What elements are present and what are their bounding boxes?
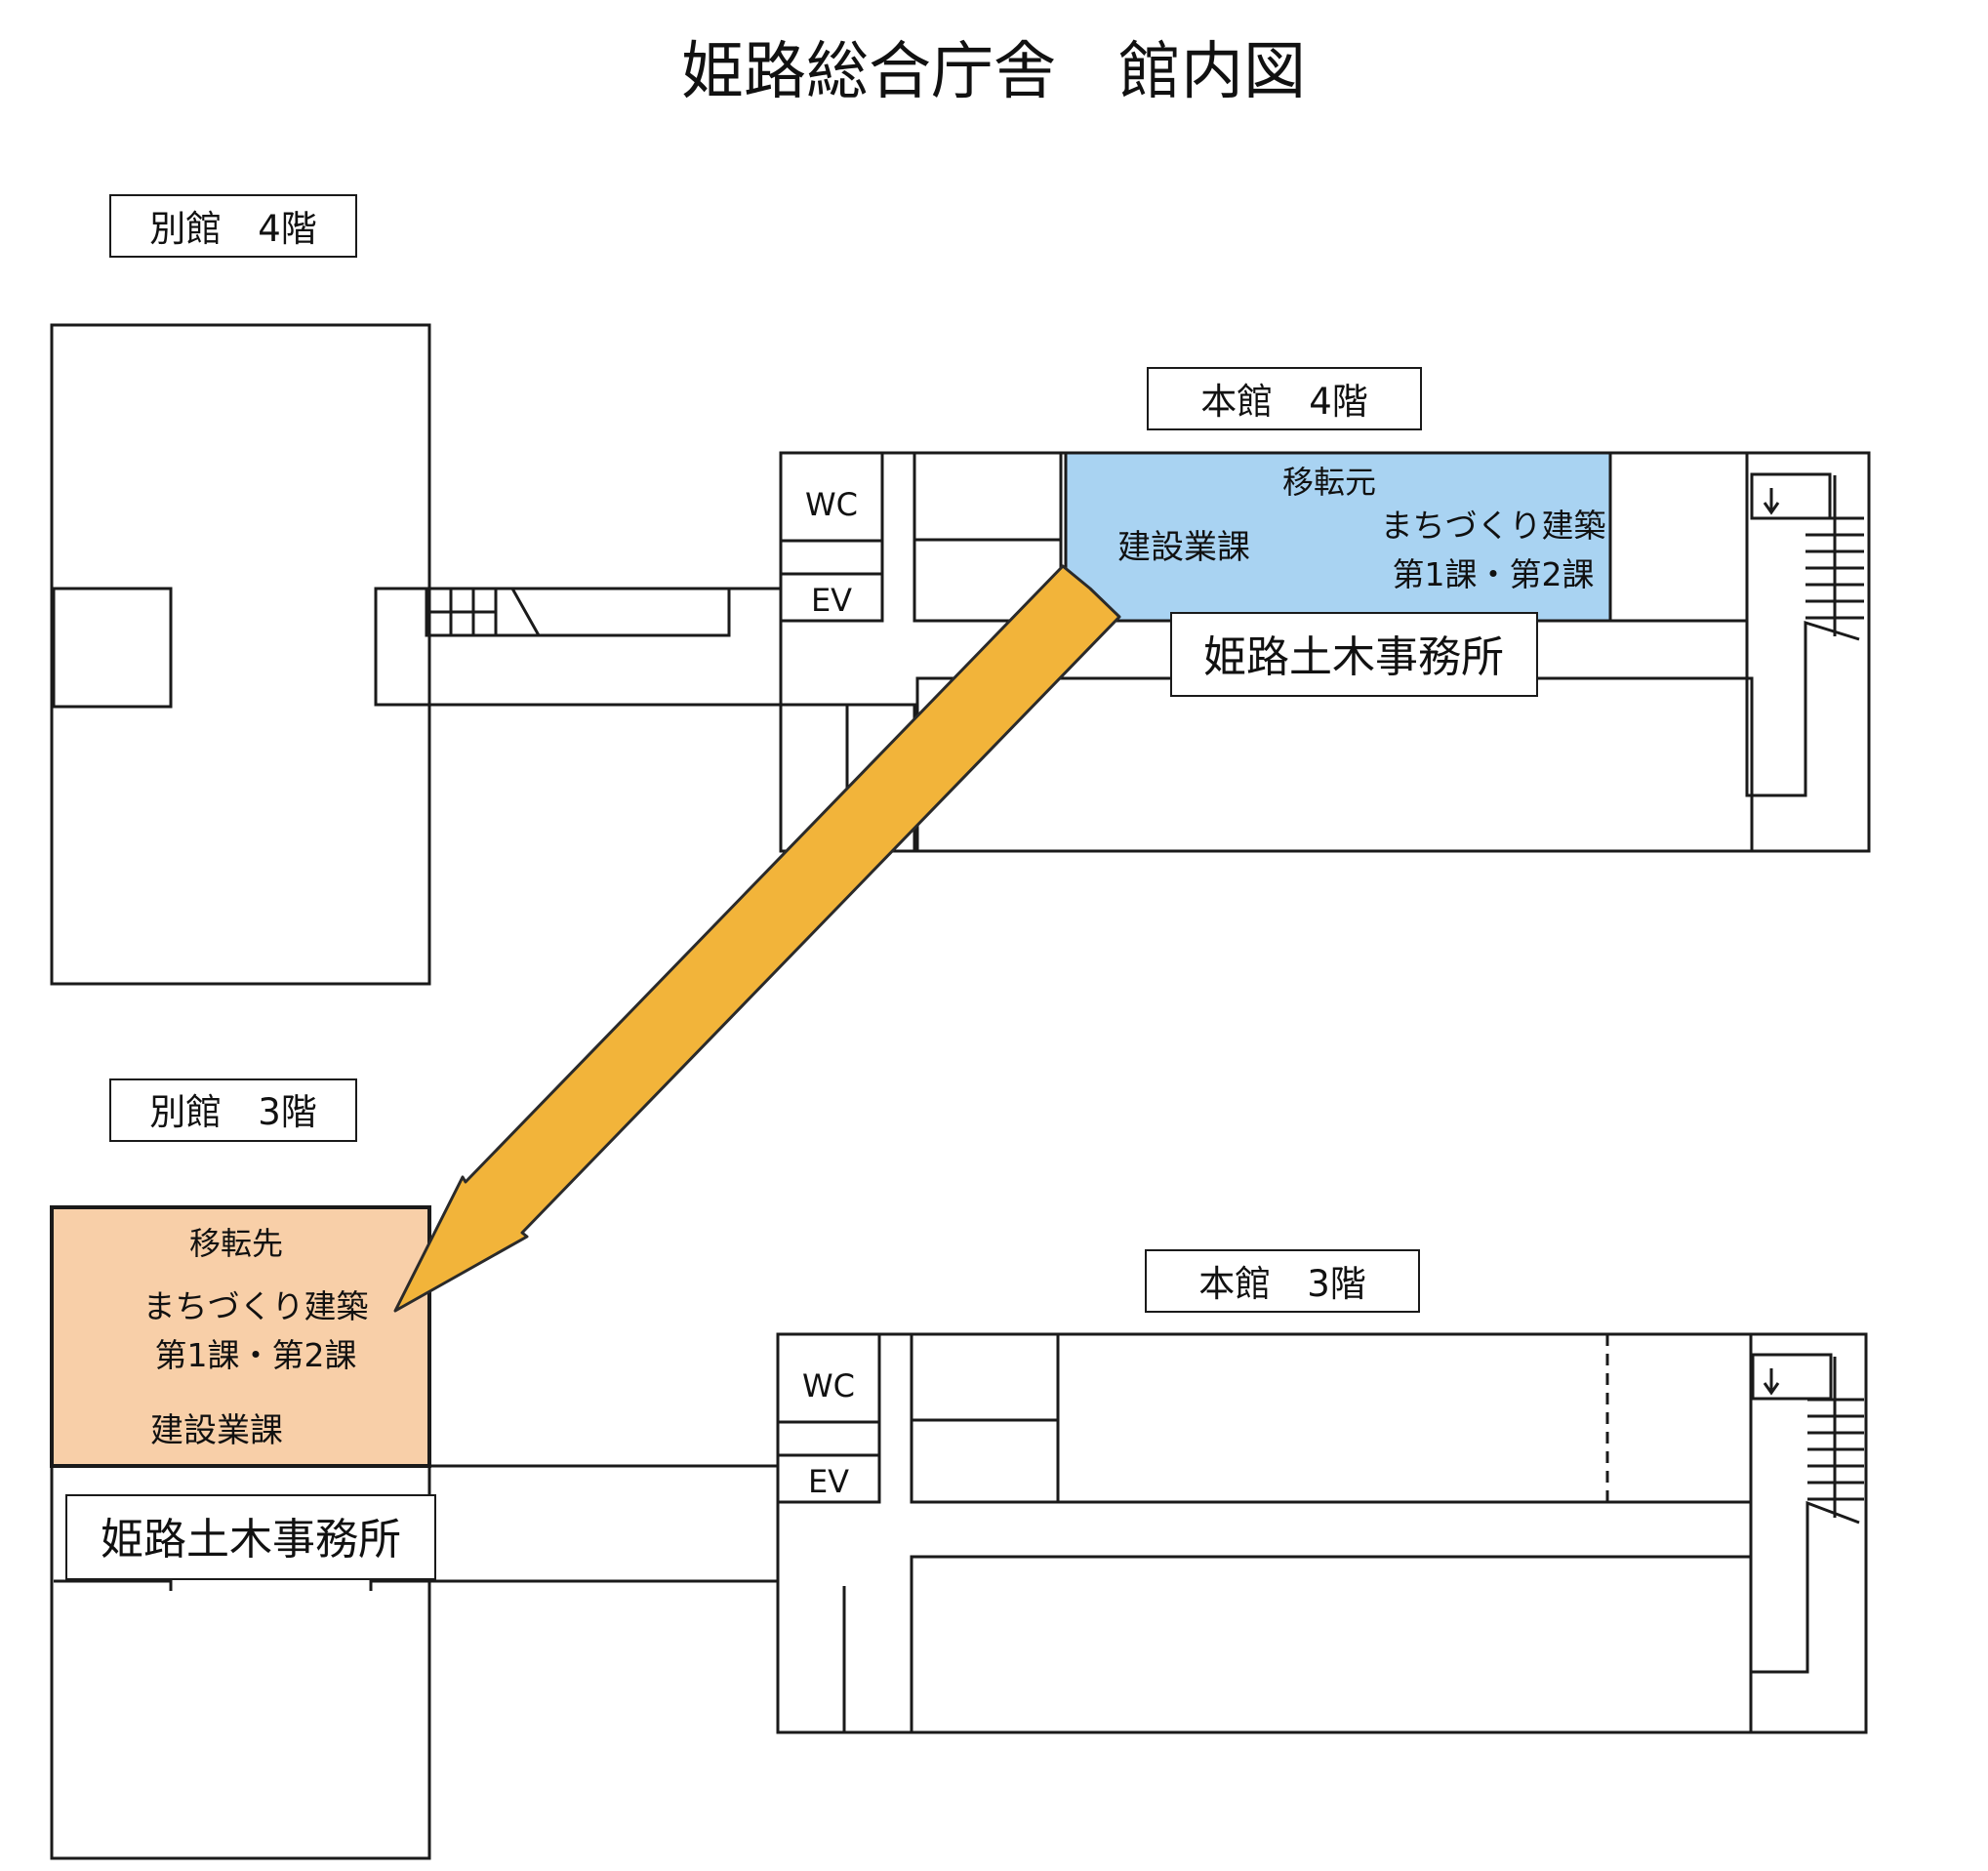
main-4f-right-room [1608, 451, 1749, 623]
relocation-arrow [393, 564, 1121, 1313]
main-4f-stair-top [1750, 472, 1832, 520]
plan-lines [50, 323, 1871, 1860]
main-4f-wc-ev-block [779, 451, 884, 623]
main-3f-label: 本館 3階 [1198, 1263, 1366, 1305]
main-4f-left-stair [429, 588, 541, 636]
main-4f-small-rooms [913, 451, 1063, 623]
annex-4f-inner-room [52, 587, 173, 709]
origin-heading: 移転元 [1282, 464, 1376, 501]
main-3f-outline [776, 1332, 1868, 1734]
origin-dept-a: 建設業課 [1117, 528, 1250, 567]
main-3f-large-room [910, 1555, 1753, 1734]
annex-4f-outline [50, 323, 431, 986]
main-3f-stair-top [1751, 1353, 1833, 1401]
destination-dept-b-line2: 第1課・第2課 [155, 1336, 357, 1374]
destination-heading: 移転先 [189, 1225, 283, 1262]
main-3f-wc-label: WC [802, 1367, 855, 1404]
main-3f-small-rooms [910, 1332, 1060, 1504]
origin-dept-b-line1: まちづくり建築 [1381, 507, 1606, 545]
main-3f-ev-label: EV [808, 1463, 849, 1500]
main-3f-office-room [1056, 1332, 1753, 1504]
main-4f-stair-landing [425, 587, 731, 637]
main-4f-label: 本館 4階 [1200, 381, 1368, 423]
main-3f-right-stair [1807, 1357, 1864, 1518]
annex-3f-label: 別館 3階 [149, 1091, 317, 1133]
origin-dept-b-line2: 第1課・第2課 [1393, 555, 1595, 593]
office-name-3f: 姫路土木事務所 [101, 1515, 401, 1565]
annex-4f-label: 別館 4階 [149, 208, 317, 250]
main-4f-large-room [915, 676, 1754, 853]
office-name-4f: 姫路土木事務所 [1203, 632, 1504, 682]
main-3f-wc-ev-block [776, 1332, 881, 1504]
page-title: 姫路総合庁舎 館内図 [681, 36, 1306, 108]
destination-dept-b-line1: まちづくり建築 [143, 1287, 369, 1325]
main-4f-right-stair [1805, 475, 1864, 636]
destination-zone [50, 1205, 431, 1468]
origin-zone [1064, 451, 1612, 623]
destination-dept-a: 建設業課 [150, 1411, 283, 1450]
main-4f-wc-label: WC [805, 486, 858, 523]
main-4f-ev-label: EV [811, 582, 852, 619]
main-4f-right-corridor [1745, 453, 1860, 797]
